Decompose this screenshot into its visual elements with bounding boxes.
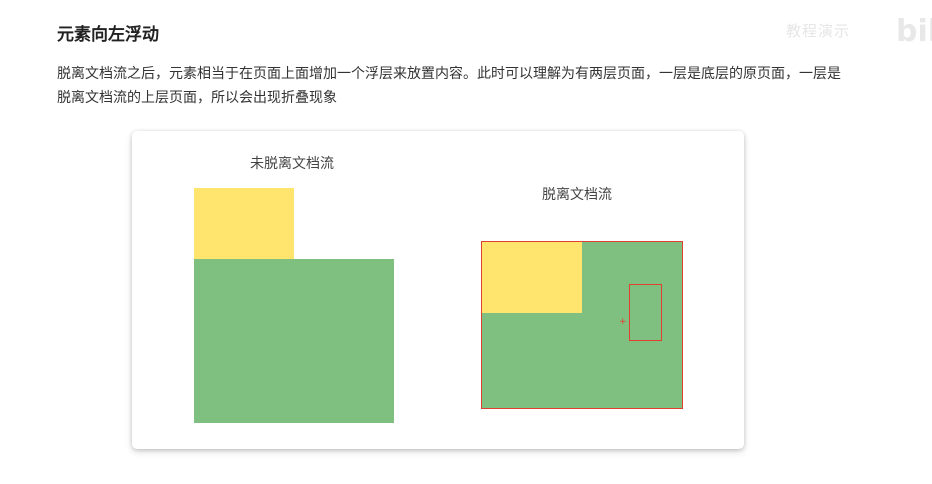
section-title: 元素向左浮动	[57, 25, 159, 45]
left-green-box	[194, 259, 394, 423]
float-diagram-card: 未脱离文档流 脱离文档流 +	[132, 131, 744, 449]
watermark-text: 教程演示	[786, 22, 851, 40]
explanation-paragraph: 脱离文档流之后，元素相当于在页面上面增加一个浮层来放置内容。此时可以理解为有两层…	[57, 66, 841, 106]
cursor-crosshair-icon: +	[619, 317, 627, 327]
right-yellow-float-box	[482, 242, 582, 313]
selection-outline	[629, 284, 662, 341]
left-caption: 未脱离文档流	[250, 156, 334, 172]
right-caption: 脱离文档流	[542, 187, 612, 203]
bilibili-logo-icon: bili	[896, 14, 932, 49]
left-yellow-box	[194, 188, 294, 259]
